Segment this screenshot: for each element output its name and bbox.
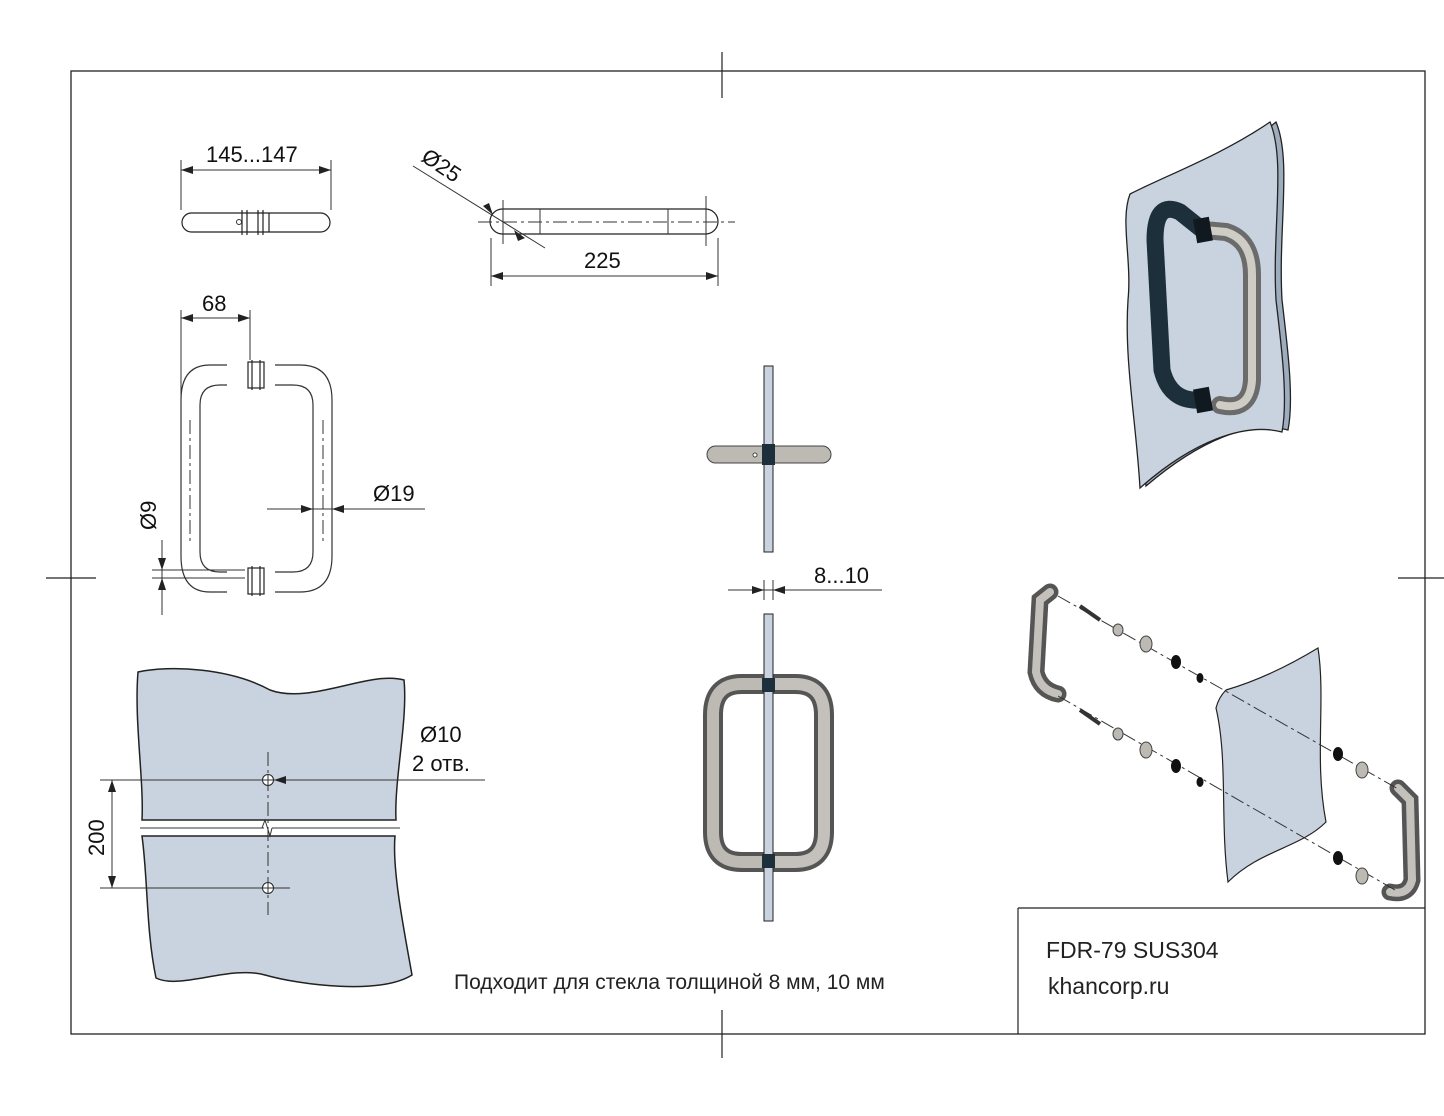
glass-thickness-dim [728, 580, 882, 600]
iso-render-exploded [1027, 583, 1421, 902]
website-label: khancorp.ru [1048, 973, 1169, 999]
dim-top-length: 145...147 [206, 142, 298, 167]
plan-view-cross [706, 365, 832, 553]
side-view-handle [152, 310, 425, 615]
dim-bolt-diameter: Ø9 [136, 501, 161, 530]
dim-end-diameter: Ø25 [417, 143, 465, 187]
dim-depth: 68 [202, 291, 226, 316]
dim-glass-thickness: 8...10 [814, 563, 869, 588]
dim-hole-diameter: Ø10 [420, 722, 462, 747]
compatibility-note: Подходит для стекла толщиной 8 мм, 10 мм [454, 971, 885, 994]
glass-hole-view [100, 667, 485, 988]
dim-tube-diameter: Ø19 [373, 481, 415, 506]
title-block [1017, 907, 1425, 1034]
sheet-border [70, 70, 1426, 1035]
dim-hole-count: 2 отв. [412, 751, 470, 776]
dim-hole-spacing: 200 [84, 819, 109, 856]
iso-render-assembled [1125, 120, 1292, 490]
center-marks [46, 52, 1444, 1058]
model-label: FDR-79 SUS304 [1046, 937, 1219, 963]
top-view-small [180, 160, 332, 235]
top-view-holes [412, 165, 735, 286]
front-view-render [703, 613, 834, 922]
dim-center-distance: 225 [584, 248, 621, 273]
